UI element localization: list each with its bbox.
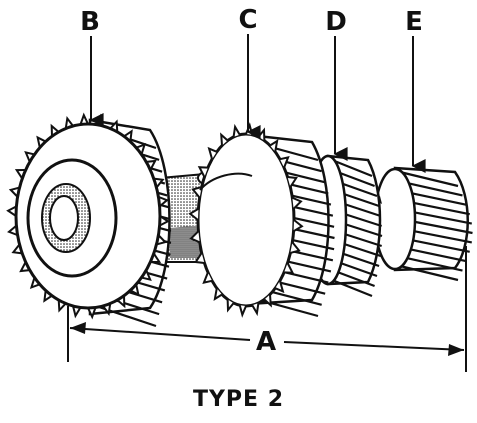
gear-tooth-line [399,170,459,188]
gear-tooth-line [399,255,463,272]
diagram-caption: TYPE 2 [192,387,285,412]
gear-tooth [129,284,140,297]
gear-tooth [6,205,17,217]
gear-tooth [213,288,223,302]
gear-tooth [87,307,97,320]
gear-tooth [159,215,170,227]
gear-tooth [279,155,290,169]
gear-tooth [232,123,241,138]
gear-tooth [29,277,41,290]
gear-b [6,112,172,328]
callout-e: E [405,7,426,173]
gear-tooth [220,132,229,146]
gear-tooth [274,280,285,294]
callout-b-label: B [80,7,100,37]
dimension-a-arrow-left [70,322,86,334]
gear-tooth [188,207,199,221]
gear-tooth [135,142,147,155]
gear-tooth [79,112,89,125]
gear-tooth [263,294,272,308]
callout-c-label: C [238,5,257,35]
gear-tooth [197,166,208,178]
gear-tooth [238,305,247,318]
dimension-a-label: A [256,327,276,357]
dimension-a: A [67,246,467,372]
gear-tooth [36,135,47,148]
gear-tooth [141,269,152,281]
gear-tooth [189,230,201,244]
callout-b: B [80,7,104,127]
gear-tooth [291,196,303,210]
gear-tooth-line [399,264,459,282]
gear-e [373,166,473,282]
callout-d: D [325,7,348,161]
callout-c: C [238,5,261,139]
gear-tooth [251,302,260,317]
dimension-a-arrow-right [448,344,464,356]
gear-tooth-line [331,278,373,298]
dimension-a-line-right [283,341,465,351]
gear-tooth [24,151,35,163]
callout-d-label: D [325,7,347,37]
gear-tooth [194,252,205,264]
gear-tooth [202,271,213,285]
gear-tooth-line [331,158,373,178]
gear-tooth [245,122,254,135]
gear-tooth [284,262,295,274]
gear-tooth [191,186,202,199]
dimension-a-line-left [69,327,251,341]
gear-b-bore [49,195,79,241]
callout-e-label: E [405,7,423,37]
gear-tooth [293,219,304,233]
gear-tooth [207,146,218,160]
gear-tooth [226,299,235,313]
gear-tooth [287,176,298,188]
gear-tooth [269,138,279,152]
gear-tooth [290,241,301,254]
gear-c [188,122,335,318]
